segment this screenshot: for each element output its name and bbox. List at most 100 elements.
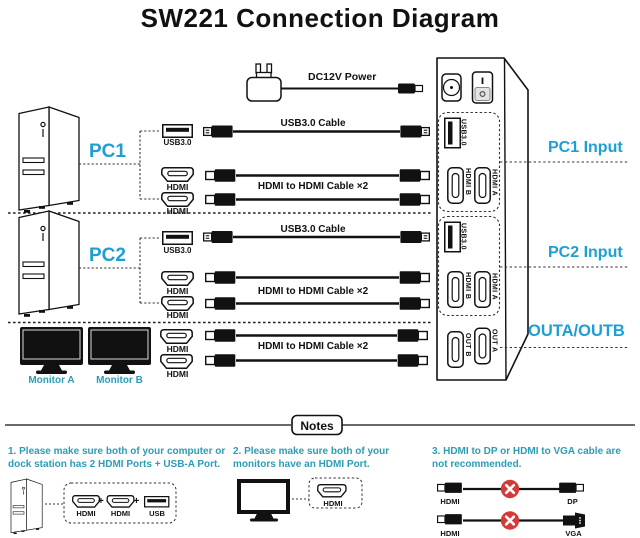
switch-pc2-usb-port-label: USB3.0 bbox=[459, 223, 467, 250]
switch-pc1-hdmi-b-port-label: HDMI B bbox=[464, 168, 471, 196]
note1-usb-label: USB bbox=[149, 509, 165, 518]
pc1-usb-port-icon bbox=[162, 124, 193, 138]
out-hdmi-cable-label: HDMI to HDMI Cable ×2 bbox=[257, 341, 369, 352]
switch-pc2-hdmi-b-port-icon bbox=[447, 271, 464, 308]
pc2-hdmi2-port-icon bbox=[161, 296, 194, 311]
note2-monitor-icon bbox=[237, 479, 290, 522]
pc1-hdmi1-port-icon bbox=[161, 167, 194, 182]
note1-hdmi1-label: HDMI bbox=[76, 509, 96, 518]
pc2-usb-port-label: USB3.0 bbox=[163, 245, 192, 255]
dp-plug-icon bbox=[558, 482, 585, 494]
switch-pc1-hdmi-a-port-icon bbox=[474, 167, 491, 204]
pc1-input-group-outline bbox=[437, 111, 501, 213]
note1-hdmi2-port-icon bbox=[106, 495, 135, 508]
switch-pc2-hdmi-a-port-label: HDMI A bbox=[490, 273, 498, 301]
usb-plug-icon bbox=[399, 124, 431, 139]
note1-ports-outline bbox=[63, 482, 177, 524]
hdmi-plug-icon bbox=[204, 192, 237, 207]
note2-hdmi-label: HDMI bbox=[323, 499, 343, 508]
monitor-b-icon bbox=[87, 326, 152, 375]
switch-box bbox=[436, 57, 529, 381]
pc2-port-connector-lines bbox=[79, 237, 161, 304]
pc2-usb-cable-label: USB3.0 Cable bbox=[280, 224, 346, 235]
hdmi-plug-icon bbox=[204, 168, 237, 183]
pc1-hdmi1-port-label: HDMI bbox=[166, 182, 189, 192]
switch-pc2-hdmi-a-port-icon bbox=[474, 271, 491, 308]
monitor-a-label: Monitor A bbox=[28, 374, 75, 386]
power-switch-icon bbox=[471, 71, 494, 104]
note1-plus1: + bbox=[98, 496, 104, 507]
note-1-text: 1. Please make sure both of your compute… bbox=[8, 446, 226, 470]
switch-out-a-port-icon bbox=[474, 327, 491, 365]
bad-cable2-right-label: VGA bbox=[565, 528, 582, 538]
pc2-hdmi-cable-label: HDMI to HDMI Cable ×2 bbox=[257, 285, 369, 297]
monitor-b-label: Monitor B bbox=[96, 374, 143, 386]
switch-pc1-usb-port-label: USB3.0 bbox=[459, 119, 467, 146]
note2-hdmi-port-icon bbox=[317, 484, 347, 498]
monitor-hdmi2-port-icon bbox=[160, 354, 193, 369]
hdmi-plug-icon bbox=[399, 270, 430, 285]
pc2-hdmi1-port-icon bbox=[161, 271, 194, 286]
not-allowed-icon bbox=[499, 478, 521, 500]
pc2-tower-icon bbox=[18, 210, 80, 318]
pc1-hdmi-cable-label: HDMI to HDMI Cable ×2 bbox=[257, 180, 369, 192]
vga-plug-icon bbox=[563, 512, 585, 529]
usb-plug-icon bbox=[202, 230, 234, 244]
hdmi-plug-icon bbox=[399, 296, 430, 311]
pc1-input-label: PC1 Input bbox=[548, 139, 623, 156]
power-label: DC12V Power bbox=[308, 71, 377, 83]
switch-pc1-usb-port-icon bbox=[444, 117, 461, 149]
page-title: SW221 Connection Diagram bbox=[140, 3, 500, 33]
note1-plus2: + bbox=[133, 496, 140, 507]
notes-badge: Notes bbox=[300, 418, 334, 433]
pc1-hdmi2-port-label: HDMI bbox=[166, 205, 189, 216]
pc2-label: PC2 bbox=[89, 245, 126, 266]
bad-cable1-right-label: DP bbox=[567, 497, 578, 506]
bad-cable1-left-label: HDMI bbox=[440, 497, 460, 506]
switch-pc1-hdmi-a-port-label: HDMI A bbox=[490, 169, 498, 197]
switch-pc2-usb-port-icon bbox=[444, 221, 461, 253]
usb-plug-icon bbox=[399, 230, 431, 244]
monitor-a-icon bbox=[19, 326, 84, 375]
pc1-port-connector-lines bbox=[79, 130, 161, 200]
usb-plug-icon bbox=[202, 124, 234, 139]
pc1-usb-port-label: USB3.0 bbox=[163, 138, 192, 147]
note1-hdmi2-label: HDMI bbox=[110, 509, 131, 518]
monitor-hdmi2-port-label: HDMI bbox=[166, 368, 189, 379]
switch-pc2-hdmi-b-port-label: HDMI B bbox=[464, 272, 471, 300]
note-3-text: 3. HDMI to DP or HDMI to VGA cable are n… bbox=[432, 446, 621, 470]
note2-port-outline bbox=[308, 477, 363, 509]
pc2-input-group-outline bbox=[437, 215, 501, 317]
hdmi-plug-icon bbox=[399, 192, 430, 207]
switch-out-a-port-label: OUT A bbox=[490, 329, 498, 353]
pc1-usb-cable-label: USB3.0 Cable bbox=[280, 118, 346, 129]
switch-pc1-hdmi-b-port-icon bbox=[447, 167, 464, 204]
monitor-hdmi1-port-icon bbox=[160, 329, 193, 344]
hdmi-plug-icon bbox=[437, 513, 463, 525]
pc1-tower-icon bbox=[18, 106, 80, 214]
power-adapter-icon bbox=[246, 63, 282, 102]
hdmi-plug-icon bbox=[399, 168, 430, 183]
bad-cable2-left-label: HDMI bbox=[440, 528, 460, 538]
pc1-label: PC1 bbox=[89, 141, 126, 162]
hdmi-plug-icon bbox=[397, 353, 428, 368]
note1-hdmi1-port-icon bbox=[72, 495, 101, 508]
not-allowed-icon bbox=[499, 509, 521, 532]
pc2-input-label: PC2 Input bbox=[548, 244, 623, 261]
hdmi-plug-icon bbox=[204, 270, 237, 285]
note-2-text: 2. Please make sure both of your monitor… bbox=[233, 446, 390, 470]
dc-jack-icon bbox=[441, 73, 462, 102]
switch-out-b-port-label: OUT B bbox=[464, 333, 471, 357]
note1-usb-port-icon bbox=[144, 495, 170, 508]
pc2-hdmi1-port-label: HDMI bbox=[166, 286, 189, 296]
out-label: OUTA/OUTB bbox=[528, 322, 625, 340]
pc2-hdmi2-port-label: HDMI bbox=[166, 310, 189, 320]
monitor-hdmi1-port-label: HDMI bbox=[166, 344, 189, 354]
hdmi-plug-icon bbox=[204, 296, 237, 311]
note1-tower-icon bbox=[10, 478, 43, 535]
switch-out-b-port-icon bbox=[447, 331, 464, 368]
power-plug-icon bbox=[398, 83, 424, 94]
hdmi-plug-icon bbox=[437, 482, 463, 494]
